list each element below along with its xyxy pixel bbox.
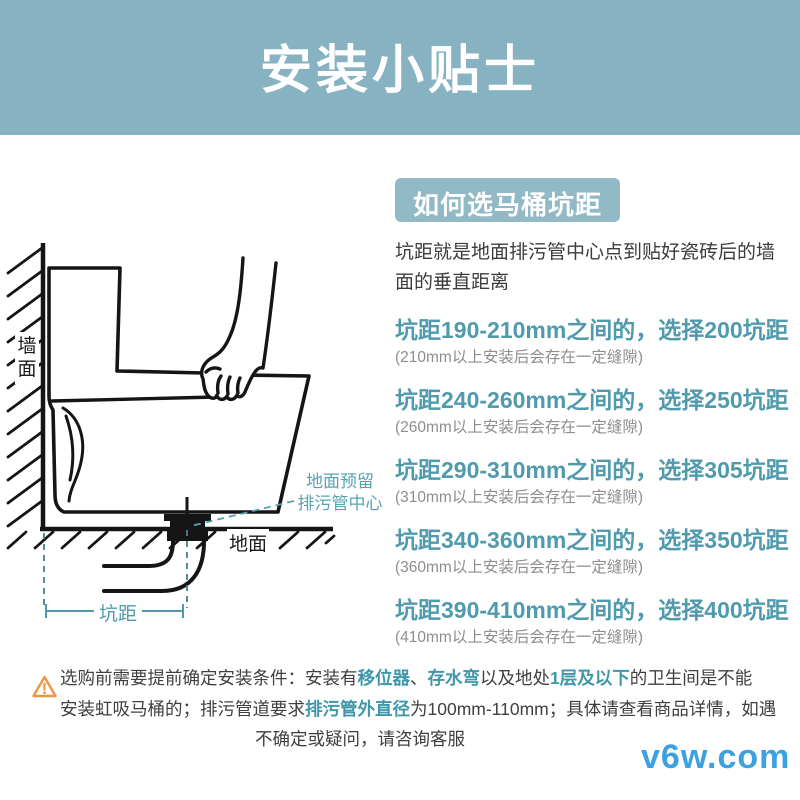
toilet-installation-diagram: 墙面 地面 坑距 地面预留 排污管中心 (0, 230, 400, 630)
toilet-trapway-curve (61, 406, 85, 503)
diagram-drawing (6, 243, 336, 618)
hand-fill (201, 258, 276, 400)
wall-label: 墙面 (15, 332, 39, 384)
spec-item: 坑距240-260mm之间的，选择250坑距 (260mm以上安装后会存在一定缝… (395, 387, 795, 438)
watermark: v6w.com (641, 738, 791, 776)
hand-illustration (199, 256, 278, 402)
wall-hatching-lines (6, 246, 44, 528)
spec-note: (410mm以上安装后会存在一定缝隙) (395, 629, 644, 646)
spec-item: 坑距190-210mm之间的，选择200坑距 (210mm以上安装后会存在一定缝… (395, 317, 795, 368)
pipe-center-annotation: 地面预留 排污管中心 (295, 471, 385, 515)
spec-note: (310mm以上安装后会存在一定缝隙) (395, 489, 644, 506)
spec-title: 坑距190-210mm之间的，选择200坑距 (395, 317, 789, 343)
toilet-seat-line (50, 395, 218, 403)
toilet-outline (47, 266, 311, 514)
purchase-warning-note: 选购前需要提前确定安装条件：安装有移位器、存水弯以及地处1层及以下的卫生间是不能… (60, 663, 776, 755)
warning-triangle-icon (31, 674, 58, 704)
section-title-badge: 如何选马桶坑距 (395, 178, 621, 222)
spec-item: 坑距290-310mm之间的，选择305坑距 (310mm以上安装后会存在一定缝… (395, 457, 795, 508)
dimension-guide-lines (43, 530, 188, 608)
warning-line-3: 不确定或疑问，请咨询客服 (255, 729, 465, 749)
pipe-annotation-line1: 地面预留 (306, 472, 374, 491)
spec-title: 坑距290-310mm之间的，选择305坑距 (395, 457, 789, 483)
warning-line-2: 安装虹吸马桶的；排污管道要求排污管外直径为100mm-110mm；具体请查看商品… (60, 698, 777, 719)
pit-distance-label: 坑距 (94, 599, 143, 626)
pipe-center-pointer-line (190, 500, 295, 527)
spec-note: (260mm以上安装后会存在一定缝隙) (395, 419, 644, 436)
spec-item: 坑距340-360mm之间的，选择350坑距 (360mm以上安装后会存在一定缝… (395, 527, 795, 578)
page-title: 安装小贴士 (259, 42, 540, 100)
spec-item: 坑距390-410mm之间的，选择400坑距 (410mm以上安装后会存在一定缝… (395, 597, 795, 648)
spec-note: (210mm以上安装后会存在一定缝隙) (395, 349, 644, 366)
pipe-annotation-line2: 排污管中心 (297, 494, 383, 513)
drain-pipe (102, 539, 206, 593)
pit-distance-guide: 如何选马桶坑距 坑距就是地面排污管中心点到贴好瓷砖后的墙面的垂直距离 坑距190… (395, 178, 795, 648)
spec-note: (360mm以上安装后会存在一定缝隙) (395, 559, 644, 576)
warning-line-1: 选购前需要提前确定安装条件：安装有移位器、存水弯以及地处1层及以下的卫生间是不能 (60, 668, 753, 688)
header-banner: 安装小贴士 (0, 0, 800, 135)
spec-title: 坑距240-260mm之间的，选择250坑距 (395, 387, 789, 413)
spec-title: 坑距390-410mm之间的，选择400坑距 (395, 597, 789, 623)
spec-title: 坑距340-360mm之间的，选择350坑距 (395, 527, 789, 553)
pit-distance-description: 坑距就是地面排污管中心点到贴好瓷砖后的墙面的垂直距离 (395, 242, 776, 293)
floor-label: 地面 (227, 529, 270, 556)
